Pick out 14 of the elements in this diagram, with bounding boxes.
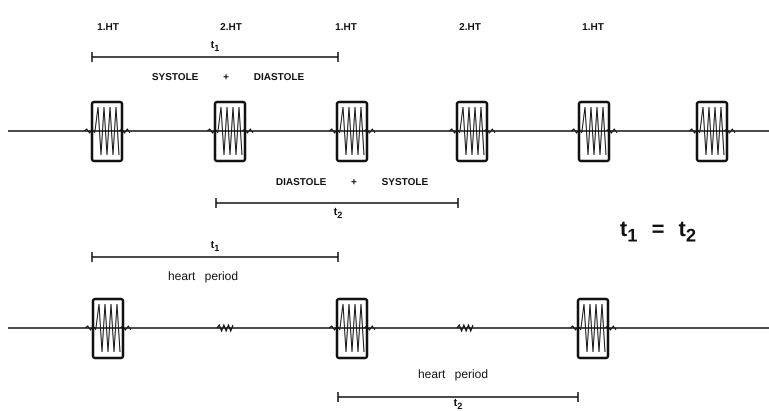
interval-label: t$_{1}$ bbox=[210, 240, 220, 254]
heart-tone-label: 1.HT bbox=[97, 23, 119, 33]
heart-tone-label: 1.HT bbox=[582, 23, 604, 33]
phase-label: DIASTOLE + SYSTOLE bbox=[276, 178, 428, 188]
interval-caption: heart period bbox=[418, 368, 488, 380]
interval-label: t$_{1}$ bbox=[210, 40, 220, 54]
phase-label: SYSTOLE + DIASTOLE bbox=[152, 73, 304, 83]
interval-caption: heart period bbox=[168, 270, 238, 282]
interval-label: t$_{2}$ bbox=[454, 398, 462, 411]
interval-label: t$_{2}$ bbox=[334, 207, 342, 220]
equation-text: t$_{1}$ = t$_{2}$ bbox=[620, 218, 696, 245]
heart-tone-label: 2.HT bbox=[220, 23, 242, 33]
heart-tone-label: 1.HT bbox=[335, 23, 357, 33]
heart-tone-label: 2.HT bbox=[459, 23, 481, 33]
